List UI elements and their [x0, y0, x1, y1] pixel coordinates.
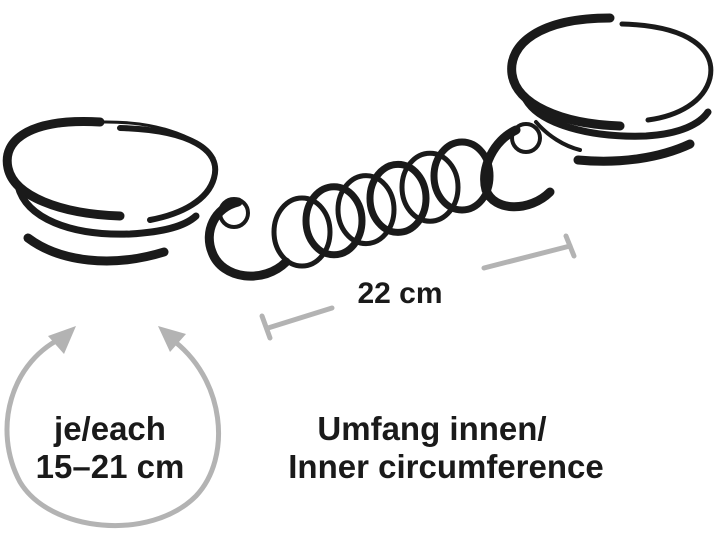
measure-type-label-line2: Inner circumference — [288, 448, 603, 485]
cuff-size-label-line2: 15–21 cm — [36, 448, 185, 485]
right-cuff — [507, 13, 714, 166]
right-swivel-ring — [480, 122, 555, 212]
chain-length-measure — [259, 233, 577, 341]
measure-tick-right — [563, 233, 577, 259]
arrow-heads — [48, 326, 186, 354]
chain-link — [399, 150, 461, 224]
left-swivel-ring — [204, 197, 291, 281]
arrow-head-right — [158, 326, 186, 352]
chain-link — [335, 173, 397, 247]
measure-type-label-line1: Umfang innen/ — [317, 410, 546, 447]
chain-link — [302, 183, 366, 259]
measure-bar-right — [481, 243, 573, 271]
measure-bar-left — [265, 305, 335, 331]
chain-link — [430, 138, 494, 214]
measure-tick-left — [259, 313, 273, 341]
left-cuff — [2, 117, 219, 266]
cuff-size-label-line1: je/each — [53, 410, 166, 447]
circumference-arrow — [4, 333, 222, 528]
chain-link — [271, 195, 333, 269]
arrow-head-left — [48, 326, 76, 354]
chain-length-label: 22 cm — [357, 277, 442, 310]
chain-link — [366, 160, 430, 236]
chain-links — [271, 138, 494, 269]
